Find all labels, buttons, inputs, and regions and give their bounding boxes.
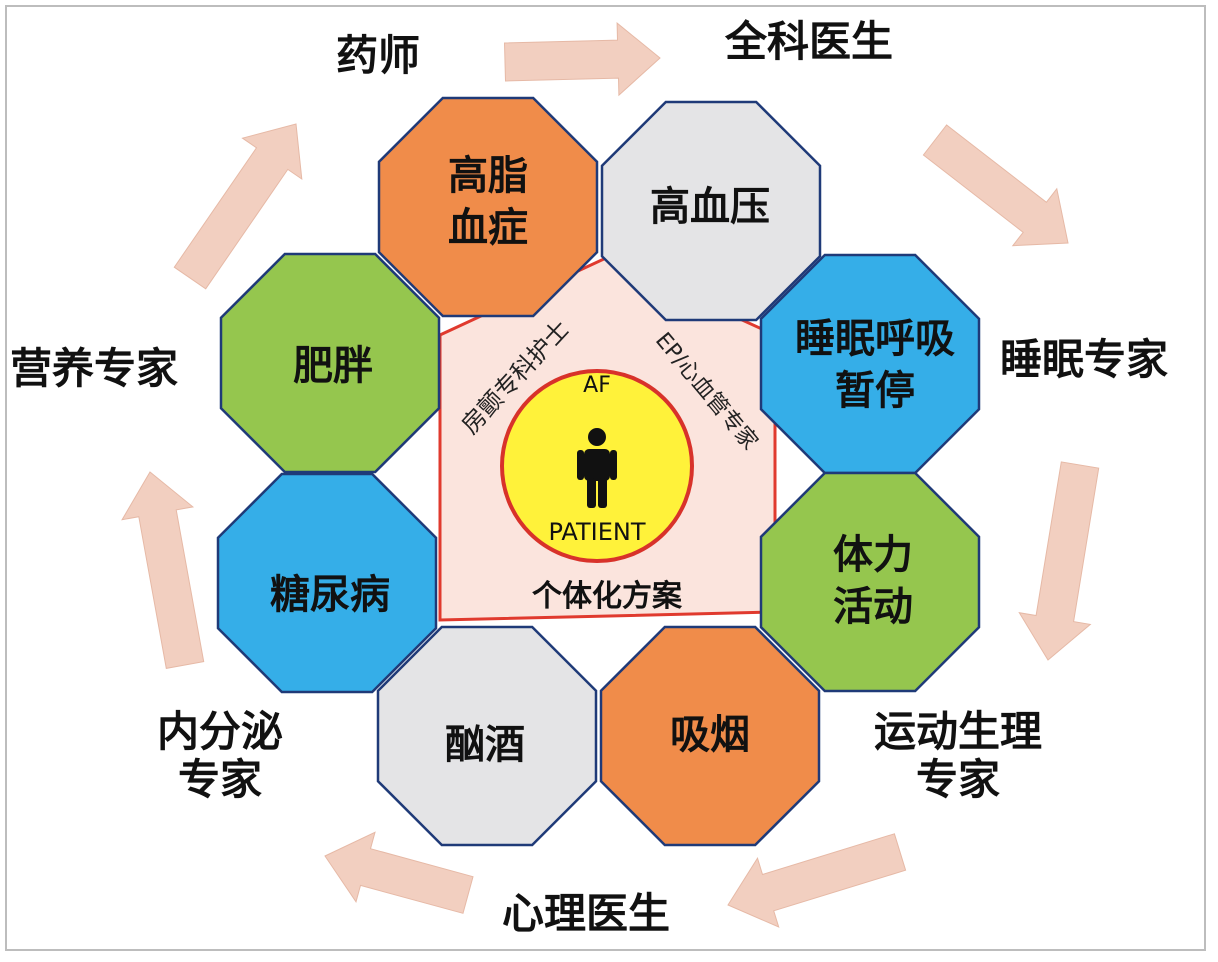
octagon-label-hypertension: 高血压 <box>630 181 790 233</box>
arrow-sleep-to-exercise <box>1018 461 1100 661</box>
octagon-label-hyperlipidemia: 高脂 血症 <box>408 150 568 254</box>
octagon-label-line: 睡眠呼吸 <box>795 316 955 362</box>
octagon-label-line: 糖尿病 <box>270 572 390 618</box>
octagon-smoking <box>599 625 821 847</box>
label-sleep-expert: 睡眠专家 <box>1000 335 1169 384</box>
arrow-exercise-to-psych <box>727 833 907 928</box>
arrow-psych-to-endo <box>324 831 474 914</box>
octagon-hyperlipidemia <box>377 96 599 318</box>
octagon-label-smoking: 吸烟 <box>630 709 790 761</box>
octagon-label-line: 活动 <box>833 584 913 630</box>
risk-factor-octagons <box>216 96 981 847</box>
octagon-hypertension <box>600 100 822 322</box>
octagon-diabetes <box>216 472 438 694</box>
octagon-label-line: 高血压 <box>650 184 770 230</box>
octagon-label-line: 吸烟 <box>670 712 750 758</box>
label-exercise-line2: 专家 <box>915 755 1000 805</box>
label-endo-line1: 内分泌 <box>156 707 283 756</box>
octagon-label-line: 肥胖 <box>293 343 373 389</box>
octagon-label-line: 酗酒 <box>445 722 525 768</box>
octagon-alcohol <box>376 625 598 847</box>
octagon-label-sleep-apnea: 睡眠呼吸 暂停 <box>780 313 970 417</box>
arrow-endo-to-nutrition <box>121 471 205 669</box>
label-psych: 心理医生 <box>502 889 671 938</box>
octagon-obesity <box>219 252 441 474</box>
label-exercise-line1: 运动生理 <box>873 707 1042 756</box>
octagon-label-line: 体力 <box>833 532 913 578</box>
octagon-physical-activity <box>759 471 981 693</box>
octagon-label-line: 血症 <box>448 205 528 251</box>
arrow-gp-to-sleep <box>922 124 1069 247</box>
arrow-pharmacist-to-gp <box>503 22 661 97</box>
octagon-label-alcohol: 酗酒 <box>405 719 565 771</box>
octagon-label-diabetes: 糖尿病 <box>250 569 410 621</box>
label-exercise-expert: 运动生理 专家 <box>858 707 1058 805</box>
octagon-label-obesity: 肥胖 <box>253 340 413 392</box>
cycle-arrows <box>121 22 1100 928</box>
octagon-label-line: 高脂 <box>448 153 528 199</box>
label-endo-line2: 专家 <box>177 755 262 805</box>
af-label: AF <box>583 373 611 398</box>
octagon-label-line: 暂停 <box>835 368 915 414</box>
arrow-nutrition-to-pharmacist <box>173 123 303 290</box>
label-endo-expert: 内分泌 专家 <box>145 707 295 805</box>
person-icon <box>577 428 617 508</box>
octagon-label-physical-activity: 体力 活动 <box>793 529 953 633</box>
label-nutrition: 营养专家 <box>10 344 179 393</box>
label-pharmacist: 药师 <box>336 31 421 80</box>
plan-label: 个体化方案 <box>532 579 682 614</box>
label-gp: 全科医生 <box>725 17 894 66</box>
patient-label: PATIENT <box>548 518 646 546</box>
